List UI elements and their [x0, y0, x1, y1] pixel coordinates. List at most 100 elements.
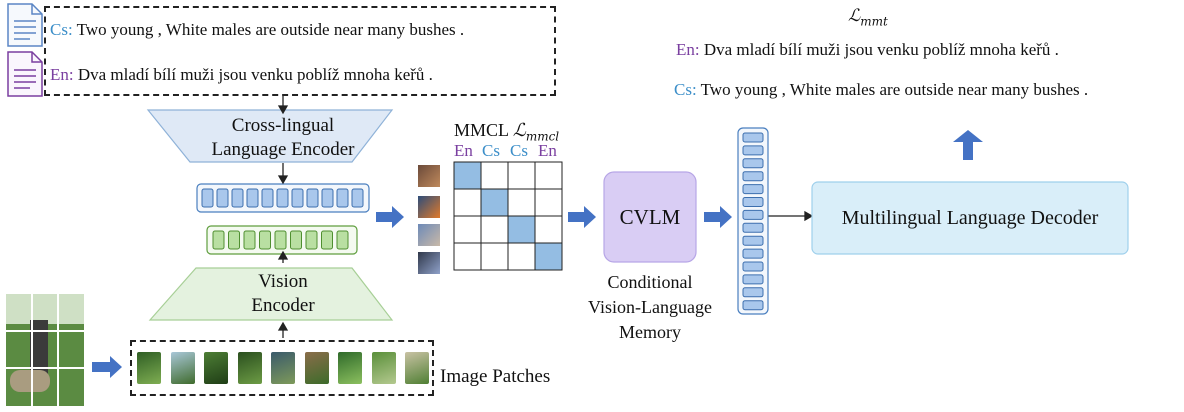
decoder-box — [811, 181, 1129, 255]
matrix-cell — [453, 215, 482, 244]
output-en-tag: En: — [676, 40, 700, 59]
blue-arrows — [92, 130, 983, 378]
language-token — [231, 188, 244, 208]
cvlm-caption-line2: Vision-Language — [588, 297, 712, 317]
output-cs-text: Two young , White males are outside near… — [696, 80, 1089, 99]
image-patch — [271, 352, 295, 384]
caption-en-text: Dva mladí bílí muži jsou venku poblíž mn… — [73, 65, 433, 84]
cvlm-box-label: CVLM — [619, 205, 681, 229]
source-image-grid — [6, 294, 84, 406]
vision-tokens — [212, 230, 349, 250]
image-patch — [137, 352, 161, 384]
vision-encoder-label: Vision Encoder — [170, 270, 396, 318]
mmcl-header-0: En — [454, 141, 473, 160]
matrix-thumbnail-1 — [418, 165, 440, 187]
output-en: En: Dva mladí bílí muži jsou venku poblí… — [676, 40, 1059, 60]
memory-token — [742, 197, 764, 207]
matrix-diagonal-cell — [534, 242, 563, 271]
matrix-thumbnail-2 — [418, 196, 440, 218]
language-token — [291, 188, 304, 208]
image-patches-label: Image Patches — [440, 366, 551, 387]
mmcl-label-text: MMCL — [454, 120, 513, 140]
caption-en: En: Dva mladí bílí muži jsou venku poblí… — [50, 65, 433, 85]
matrix-cell — [480, 215, 509, 244]
language-token — [201, 188, 214, 208]
output-cs: Cs: Two young , White males are outside … — [674, 80, 1088, 100]
language-encoder-label: Cross-lingual Language Encoder — [170, 114, 396, 162]
image-patch — [405, 352, 429, 384]
image-patch — [204, 352, 228, 384]
matrix-cell — [507, 161, 536, 190]
language-encoder-shape — [146, 109, 394, 163]
matrix-diagonal-cell — [453, 161, 482, 190]
mmcl-loss-sub: mmcl — [525, 129, 560, 144]
image-patch — [304, 352, 329, 384]
caption-cs-tag: Cs: — [50, 20, 73, 39]
mmcl-matrix — [453, 161, 563, 271]
language-token — [306, 188, 319, 208]
memory-token — [742, 222, 764, 233]
caption-cs-text: Two young , White males are outside near… — [72, 20, 465, 39]
language-encoder-line1: Cross-lingual — [231, 115, 335, 136]
vision-encoder-line1: Vision — [258, 271, 308, 292]
matrix-cell — [453, 188, 482, 217]
matrix-thumbnail-4 — [418, 252, 440, 274]
mmcl-label: MMCL ℒmmcl — [454, 120, 559, 147]
memory-token — [742, 300, 764, 311]
cvlm-caption-line1: Conditional — [607, 272, 693, 292]
matrix-cell — [534, 161, 563, 190]
output-loss-symbol: ℒ — [848, 6, 861, 26]
matrix-diagonal-cell — [507, 215, 536, 244]
memory-token — [742, 287, 764, 298]
matrix-diagonal-cell — [480, 188, 509, 217]
memory-token — [742, 145, 764, 156]
matrix-cell — [534, 215, 563, 244]
language-token — [351, 188, 364, 208]
vision-token — [290, 230, 302, 250]
language-token — [321, 188, 334, 208]
memory-token — [742, 171, 764, 182]
image-patch — [371, 352, 396, 384]
memory-token-column — [737, 127, 769, 315]
document-icon-en — [7, 51, 43, 97]
image-patches-box — [130, 340, 434, 396]
caption-box — [44, 6, 556, 96]
matrix-thumbnail-3 — [418, 224, 440, 246]
mmcl-loss-symbol: ℒ — [512, 120, 526, 141]
memory-token — [742, 248, 764, 259]
matrix-cell — [507, 242, 536, 271]
vision-encoder-line2: Encoder — [251, 295, 315, 316]
decoder-label: Multilingual Language Decoder — [841, 207, 1099, 229]
caption-en-tag: En: — [50, 65, 74, 84]
memory-token — [742, 184, 764, 195]
language-encoder-line2: Language Encoder — [211, 139, 355, 160]
vision-token — [259, 230, 271, 250]
memory-tokens — [742, 132, 764, 311]
vision-token — [321, 230, 333, 250]
cvlm-box — [603, 171, 697, 263]
memory-token — [742, 132, 764, 143]
memory-token — [742, 209, 764, 220]
cvlm-caption-line3: Memory — [619, 322, 681, 342]
vision-token — [212, 230, 225, 250]
vision-token — [274, 230, 287, 250]
language-token — [216, 188, 229, 208]
image-patch — [338, 352, 362, 384]
cvlm-caption: Conditional Vision-Language Memory — [565, 270, 735, 345]
output-loss-sub: mmt — [860, 14, 888, 29]
output-en-text: Dva mladí bílí muži jsou venku poblíž mn… — [699, 40, 1059, 59]
language-tokens — [201, 188, 364, 208]
output-cs-tag: Cs: — [674, 80, 697, 99]
vision-token — [305, 230, 318, 250]
language-token — [336, 188, 349, 208]
matrix-cell — [534, 188, 563, 217]
output-loss: ℒmmt — [848, 6, 888, 31]
language-token — [246, 188, 259, 208]
vision-token — [228, 230, 240, 250]
matrix-cell — [480, 161, 509, 190]
image-patch — [237, 352, 262, 384]
language-token — [261, 188, 274, 208]
matrix-cell — [507, 188, 536, 217]
vision-token — [336, 230, 349, 250]
